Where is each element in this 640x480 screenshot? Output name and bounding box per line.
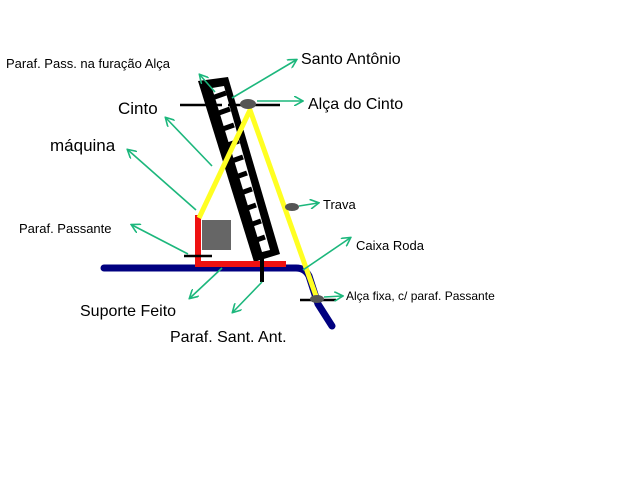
alca-cinto-bolt [240, 99, 256, 109]
label-alca-cinto: Alça do Cinto [308, 96, 403, 113]
suporte-feito [195, 215, 286, 267]
santo-antonio-frame [198, 77, 280, 262]
trava-bolt [285, 203, 299, 211]
maquina-box [202, 220, 231, 250]
label-suporte-feito: Suporte Feito [80, 303, 176, 320]
label-alca-fixa: Alça fixa, c/ paraf. Passante [346, 289, 495, 303]
label-cinto: Cinto [118, 99, 158, 118]
label-maquina: máquina [50, 136, 116, 155]
arrow-caixa-roda [302, 238, 350, 271]
arrow-alca-fixa [323, 296, 342, 297]
arrow-suporte-feito [190, 267, 223, 298]
arrow-trava [298, 203, 318, 206]
cinto-belt [196, 107, 319, 297]
label-caixa-roda: Caixa Roda [356, 238, 425, 253]
arrow-maquina [128, 150, 197, 211]
label-paraf-passante: Paraf. Passante [19, 221, 112, 236]
label-trava: Trava [323, 197, 357, 212]
arrow-santo-antonio [231, 60, 296, 99]
label-santo-antonio: Santo Antônio [301, 51, 401, 68]
arrow-paraf-passante [132, 225, 189, 255]
label-paraf-pass-furacao: Paraf. Pass. na furação Alça [6, 56, 171, 71]
arrow-paraf-pass-furacao [200, 75, 216, 93]
arrow-cinto [166, 118, 213, 167]
arrow-paraf-sant-ant [233, 281, 263, 312]
label-paraf-sant-ant: Paraf. Sant. Ant. [170, 329, 287, 346]
annotation-arrows [128, 60, 350, 312]
alca-fixa-bolt [310, 295, 324, 303]
